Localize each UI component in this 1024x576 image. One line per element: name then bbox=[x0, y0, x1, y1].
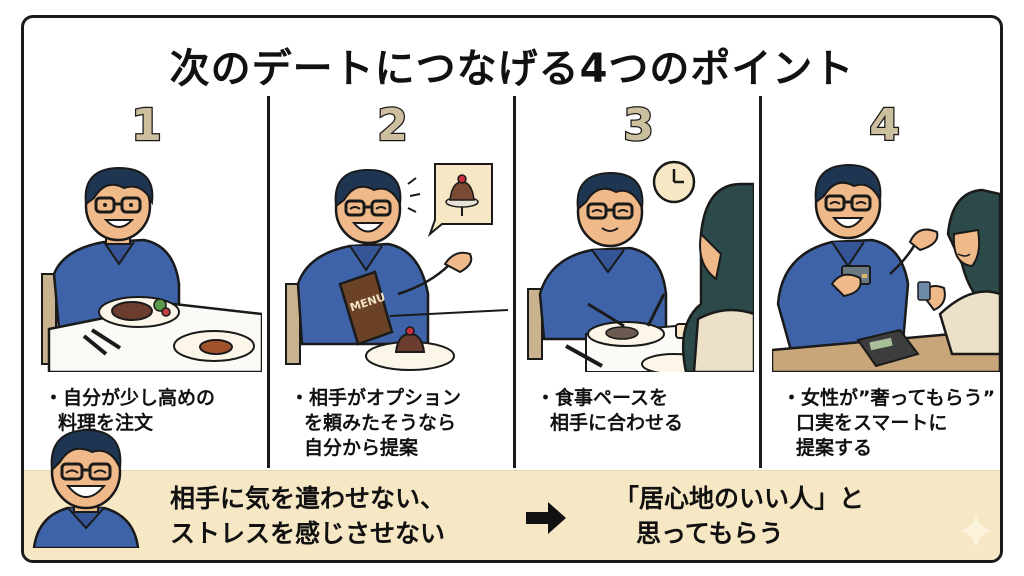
point-number: 3 bbox=[622, 99, 655, 153]
banner-left-line: 相手に気を遣わせない、 bbox=[170, 484, 446, 513]
avatar bbox=[32, 428, 140, 548]
point-number: 2 bbox=[376, 99, 409, 153]
banner-right-line: 思ってもらう bbox=[636, 519, 784, 548]
caption-line: 口実をスマートに bbox=[796, 412, 948, 434]
right-arrow-icon bbox=[526, 502, 566, 534]
point-caption: ・相手がオプション を頼みたそうなら 自分から提案 bbox=[290, 386, 510, 461]
point-number: 4 bbox=[868, 99, 901, 153]
points-panels: 1 bbox=[24, 96, 1000, 468]
caption-line: ・相手がオプション bbox=[290, 387, 462, 409]
man-matching-pace-illustration bbox=[527, 160, 754, 372]
point-panel-1: 1 bbox=[24, 96, 269, 468]
infographic-frame: 次のデートにつなげる4つのポイント 1 bbox=[21, 15, 1003, 563]
point-caption: ・自分が少し高めの 料理を注文 bbox=[44, 386, 264, 436]
point-panel-3: 3 bbox=[516, 96, 761, 468]
caption-line: ・女性が”奢ってもらう” bbox=[782, 387, 996, 409]
man-suggesting-dessert-illustration: MENU bbox=[285, 163, 508, 371]
caption-line: 自分から提案 bbox=[304, 437, 419, 459]
point-panel-2: 2 bbox=[270, 96, 515, 468]
steak-icon bbox=[111, 301, 153, 321]
phone-icon bbox=[917, 281, 931, 301]
payment-terminal-icon bbox=[856, 328, 920, 368]
page-title: 次のデートにつなげる4つのポイント bbox=[169, 46, 855, 92]
point-panel-4: 4 bbox=[762, 96, 1000, 468]
banner-right-text: 「居心地のいい人」と 思ってもらう bbox=[614, 481, 864, 551]
man-paying-with-card-illustration bbox=[772, 163, 1000, 372]
panel-divider bbox=[267, 96, 270, 468]
point-number: 1 bbox=[130, 99, 163, 153]
panel-divider bbox=[513, 96, 516, 468]
banner-left-text: 相手に気を遣わせない、 ストレスを感じさせない bbox=[170, 481, 445, 551]
caption-line: 料理を注文 bbox=[58, 412, 154, 434]
point-caption: ・食事ペースを 相手に合わせる bbox=[536, 386, 756, 436]
banner-right-line: 「居心地のいい人」と bbox=[614, 484, 865, 513]
man-ordering-steak-illustration bbox=[41, 166, 262, 372]
caption-line: ・食事ペースを bbox=[536, 387, 669, 409]
summary-banner: 相手に気を遣わせない、 ストレスを感じさせない 「居心地のいい人」と 思ってもら… bbox=[24, 470, 1000, 560]
caption-line: を頼みたそうなら bbox=[304, 412, 457, 434]
menu-book-icon bbox=[338, 270, 394, 346]
caption-line: 相手に合わせる bbox=[550, 412, 684, 434]
point-caption: ・女性が”奢ってもらう” 口実をスマートに 提案する bbox=[782, 386, 1000, 461]
caption-line: ・自分が少し高めの bbox=[44, 387, 216, 409]
sparkle-icon bbox=[958, 513, 994, 549]
panel-divider bbox=[759, 96, 762, 468]
banner-left-line: ストレスを感じさせない bbox=[170, 519, 446, 548]
caption-line: 提案する bbox=[796, 437, 873, 459]
